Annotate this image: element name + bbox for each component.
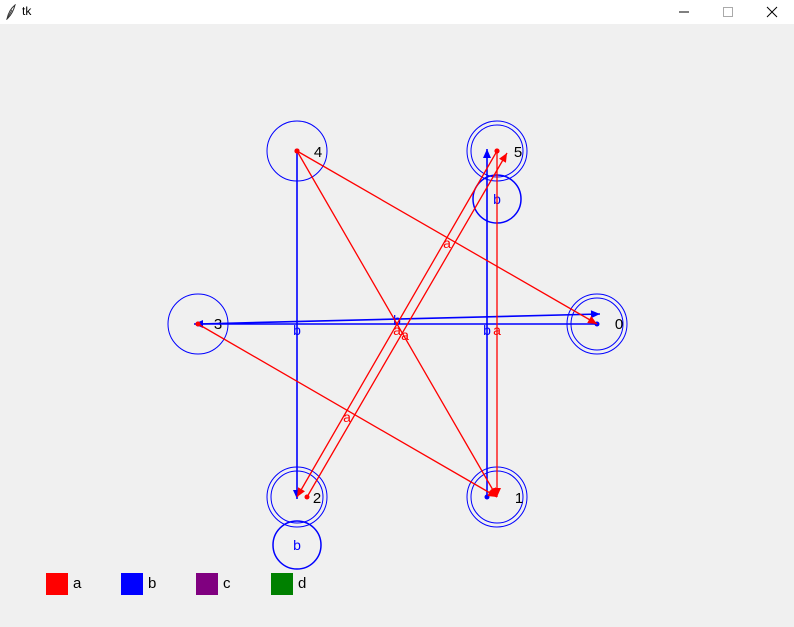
state-0-label: 0	[615, 316, 623, 333]
edge-2-5-start-dot	[304, 494, 310, 500]
edge-2-5-arrowhead	[499, 153, 507, 163]
edge-3-1-start-dot	[195, 321, 201, 327]
legend-swatch-d	[271, 573, 293, 595]
edge-1-5-label: b	[483, 322, 491, 338]
diagram-canvas[interactable]: 012b345bbbbaaaaa	[0, 24, 794, 623]
edge-4-1-label: a	[393, 322, 401, 338]
window-title: tk	[22, 4, 32, 18]
edge-3-1-label: a	[343, 409, 351, 425]
close-icon	[766, 6, 778, 18]
edge-5-1-start-dot	[494, 148, 500, 154]
state-2-self-loop	[272, 520, 322, 570]
maximize-button[interactable]	[706, 0, 750, 24]
edge-2-5	[306, 152, 508, 498]
edge-5-2-arrowhead	[297, 487, 305, 497]
edge-5-1-label: a	[493, 322, 501, 338]
legend-label-a: a	[73, 575, 82, 592]
edge-4-1-start-dot	[294, 148, 300, 154]
state-5-label: 5	[514, 144, 522, 161]
state-4-label: 4	[314, 144, 322, 161]
legend-swatch-b	[121, 573, 143, 595]
edge-4-0-arrowhead	[587, 316, 597, 324]
edge-4-0-label: a	[443, 235, 451, 251]
legend-label-c: c	[223, 575, 231, 592]
title-bar: tk	[0, 0, 794, 24]
maximize-icon	[723, 7, 733, 17]
edge-3-0-label: b	[393, 312, 401, 328]
edge-5-2	[296, 150, 498, 498]
legend-swatch-a	[46, 573, 68, 595]
edge-3-0-arrowhead	[590, 310, 600, 319]
edge-1-5-arrowhead	[483, 149, 491, 158]
close-button[interactable]	[750, 0, 794, 24]
edge-5-1-arrowhead	[493, 488, 501, 497]
legend-swatch-c	[196, 573, 218, 595]
feather-icon	[6, 4, 16, 20]
minimize-button[interactable]	[662, 0, 706, 24]
edge-5-2-label: a	[401, 327, 409, 343]
legend-label-d: d	[298, 575, 307, 592]
legend-label-b: b	[148, 575, 157, 592]
state-2-self-loop-label: b	[293, 537, 301, 553]
edge-3-0	[197, 313, 601, 325]
minimize-icon	[679, 11, 689, 13]
state-diagram: 012b345bbbbaaaaa	[167, 120, 628, 570]
state-2-label: 2	[313, 490, 321, 507]
state-1-label: 1	[515, 490, 523, 507]
